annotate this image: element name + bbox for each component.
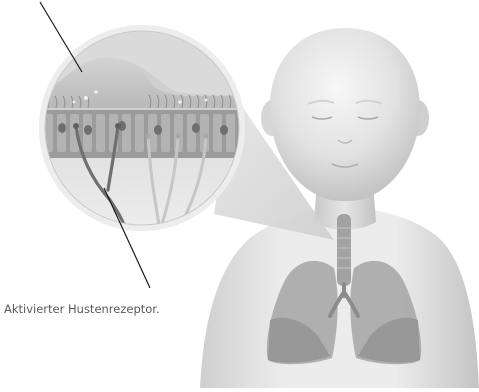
mucus-leader-line bbox=[40, 2, 82, 72]
trachea bbox=[337, 214, 351, 286]
child-head bbox=[270, 28, 420, 201]
activated-receptor-label: Aktivierter Hustenrezeptor. bbox=[4, 302, 160, 316]
